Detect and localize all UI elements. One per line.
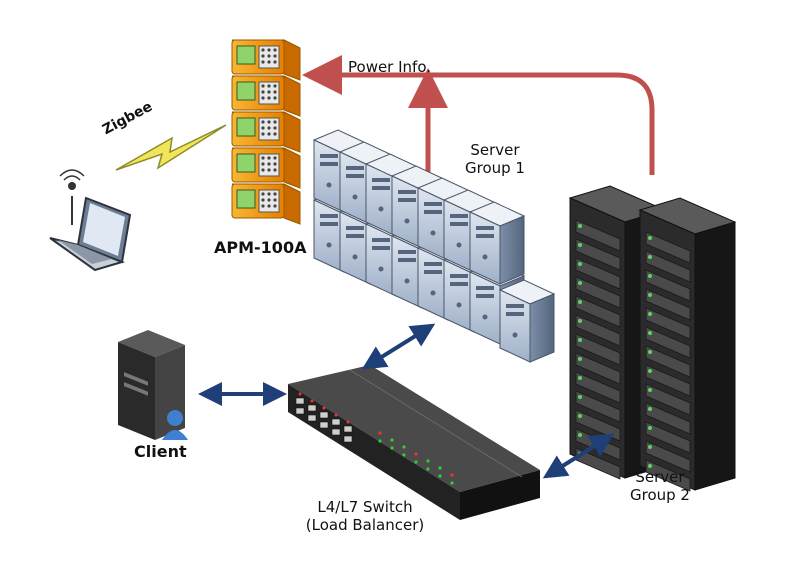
switch-port [319,421,329,429]
switch-group1-link [361,323,436,370]
apm-unit [231,75,301,117]
switch-group2-link [542,433,615,479]
power-info-label: Power Info. [348,58,432,76]
switch-port [343,425,353,433]
server-tower [498,279,556,363]
apm-unit [231,111,301,153]
apm-100a-device-stack [231,39,301,225]
server-group2-label: Server Group 2 [630,468,690,504]
switch-port [307,414,317,422]
server-group-1 [312,129,556,363]
zigbee-bolt-icon [115,124,227,171]
client-label: Client [134,442,187,461]
switch-port [331,418,341,426]
server-rack [638,197,737,492]
server-group1-label: Server Group 1 [465,141,525,177]
switch-port [307,404,317,412]
apm-unit [231,147,301,189]
switch-label: L4/L7 Switch (Load Balancer) [305,498,425,534]
power-info-arrow [302,55,655,180]
load-balancer-switch [288,365,540,520]
switch-port [343,435,353,443]
server-group-2 [568,185,737,492]
client-computer-icon [118,330,188,440]
server-tower [468,201,526,285]
apm-unit [231,183,301,225]
switch-port [331,428,341,436]
switch-port [295,407,305,415]
laptop-icon [49,169,132,272]
switch-port [319,411,329,419]
apm-label: APM-100A [214,238,307,257]
switch-port [295,397,305,405]
apm-unit [231,39,301,81]
